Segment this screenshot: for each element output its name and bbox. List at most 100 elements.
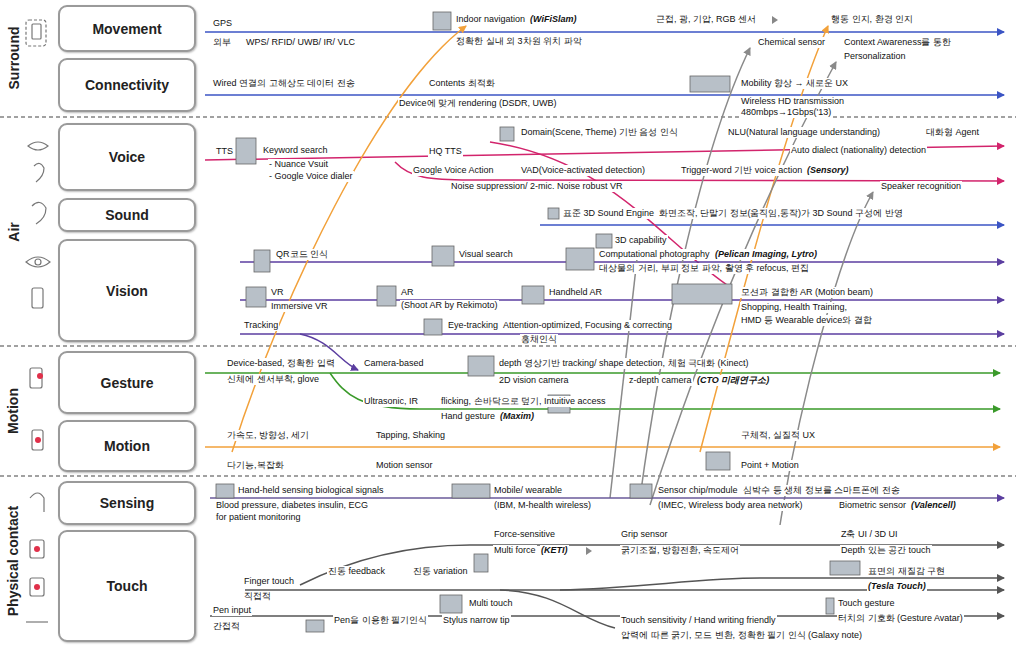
photo-icon xyxy=(500,127,514,141)
technology-label: 홍채인식 xyxy=(520,334,558,345)
technology-label: 굵기조절, 방향전환, 속도제어 xyxy=(620,545,740,556)
technology-label: Keyword search xyxy=(262,145,329,156)
technology-label: Force-sensitive xyxy=(493,529,556,540)
group-separator xyxy=(0,475,1016,476)
technology-label: Finger touch xyxy=(243,576,295,587)
technology-label: 직접적 xyxy=(243,591,272,602)
technology-label: 진동 feedback xyxy=(327,566,386,577)
technology-label: Contents 최적화 xyxy=(428,78,496,89)
photo-icon xyxy=(826,598,834,614)
technology-label: Shopping, Health Training, xyxy=(740,302,848,313)
technology-label: NLU(Natural language understanding) xyxy=(727,127,881,138)
company-note: (WiFiSlam) xyxy=(529,14,577,25)
photo-icon xyxy=(424,319,442,335)
technology-label: QR코드 인식 xyxy=(275,249,329,260)
technology-label: Pen input xyxy=(212,605,252,616)
category-name: Gesture xyxy=(101,375,154,391)
company-note: (KETI) xyxy=(540,545,569,556)
technology-label: Device-based, 정확한 입력 xyxy=(226,358,336,369)
technology-label: 다기능,복잡화 xyxy=(226,460,285,471)
company-note: (Valencell) xyxy=(910,500,957,511)
technology-label: (Shoot AR by Rekimoto) xyxy=(400,300,499,311)
technology-label: Computational photography xyxy=(598,249,711,260)
technology-label: 외부 xyxy=(212,37,232,48)
timeline-arrow xyxy=(240,333,1004,335)
technology-label: 화면조작, 단말기 정보(움직임,동작)가 3D Sound 구성에 반영 xyxy=(658,208,904,219)
category-box: Sensing xyxy=(58,481,196,525)
surround-icon xyxy=(32,24,41,39)
photo-icon xyxy=(236,138,256,164)
category-name: Connectivity xyxy=(85,77,169,93)
company-note: (CTO 미래연구소) xyxy=(696,375,770,386)
group-separator xyxy=(0,116,1016,117)
sensing-icon xyxy=(30,493,44,512)
category-box: Gesture xyxy=(58,351,196,414)
technology-label: - Google Voice dialer xyxy=(268,171,354,182)
photo-icon xyxy=(706,452,730,470)
touch-point-icon xyxy=(37,373,43,379)
technology-label: 구체적, 실질적 UX xyxy=(740,430,816,441)
technology-label: 행동 인지, 환경 인지 xyxy=(830,14,914,25)
technology-label: Speaker recognition xyxy=(880,181,962,192)
photo-icon xyxy=(548,208,559,219)
technology-label: Pen을 이용한 필기인식 xyxy=(333,615,428,626)
timeline-arrow xyxy=(330,373,1000,409)
technology-label: Context Awareness를 통한 xyxy=(843,37,952,48)
technology-label: VAD(Voice-activated detection) xyxy=(520,165,646,176)
timeline-arrow xyxy=(205,31,1004,33)
photo-icon xyxy=(468,356,494,376)
ear-icon xyxy=(34,163,44,182)
photo-icon xyxy=(566,248,594,270)
pen-icon xyxy=(26,621,48,622)
photo-icon xyxy=(690,76,730,92)
photo-icon xyxy=(830,561,860,575)
technology-label: 진동 variation xyxy=(412,566,469,577)
timeline-arrow xyxy=(300,545,1004,585)
technology-label: HMD 등 Wearable device와 결합 xyxy=(740,315,873,326)
timeline-arrow xyxy=(205,372,1000,374)
technology-label: Auto dialect (nationality) detection xyxy=(790,145,927,156)
technology-label: (IMEC, Wireless body area network) xyxy=(657,500,804,511)
category-name: Touch xyxy=(107,578,148,594)
technology-label: Device에 맞게 rendering (DSDR, UWB) xyxy=(398,98,558,109)
touch-point-icon xyxy=(34,546,40,552)
photo-icon xyxy=(474,554,488,572)
group-label: Physical contact xyxy=(4,506,22,617)
technology-label: Touch gesture xyxy=(837,598,896,609)
timeline-arrow xyxy=(395,162,1004,181)
technology-label: 3D capability xyxy=(614,235,668,246)
timeline-arrow xyxy=(205,146,1004,160)
company-note: (Sensory) xyxy=(806,165,850,176)
technology-label: Tracking xyxy=(243,320,279,331)
photo-icon xyxy=(433,12,451,30)
group-label: Air xyxy=(4,222,22,241)
technology-label: Multi touch xyxy=(468,598,514,609)
lips-icon xyxy=(28,142,48,150)
category-name: Movement xyxy=(92,21,161,37)
touch-icon xyxy=(30,578,44,596)
technology-label: Handheld AR xyxy=(548,287,603,298)
technology-label: Hand gesture xyxy=(440,411,496,422)
photo-icon xyxy=(306,620,324,632)
technology-label: 정확한 실내 외 3차원 위치 파악 xyxy=(455,36,583,47)
category-box: Touch xyxy=(58,530,196,642)
technology-label: - Nuance Vsuit xyxy=(268,159,329,170)
technology-label: Mobile/ wearable xyxy=(493,485,563,496)
company-note: (Tesla Touch) xyxy=(867,581,927,592)
technology-label: 가속도, 방향성, 세기 xyxy=(226,430,310,441)
technology-label: Biometric sensor xyxy=(838,500,907,511)
trend-curve xyxy=(610,250,638,498)
technology-label: VR xyxy=(270,287,285,298)
timeline-arrow xyxy=(240,299,1004,301)
phone-icon xyxy=(32,288,43,308)
technology-label: Multi force xyxy=(493,545,537,556)
group-label: Surround xyxy=(4,27,22,90)
timeline-arrow xyxy=(560,578,1004,590)
technology-label: WPS/ RFID/ UWB/ IR/ VLC xyxy=(245,37,356,48)
photo-icon xyxy=(630,484,652,498)
technology-label: Z축 UI / 3D UI xyxy=(840,529,899,540)
timeline-arrow xyxy=(210,497,1004,499)
technology-label: Wired 연결의 고해상도 데이터 전송 xyxy=(212,78,356,89)
photo-icon xyxy=(216,484,234,498)
